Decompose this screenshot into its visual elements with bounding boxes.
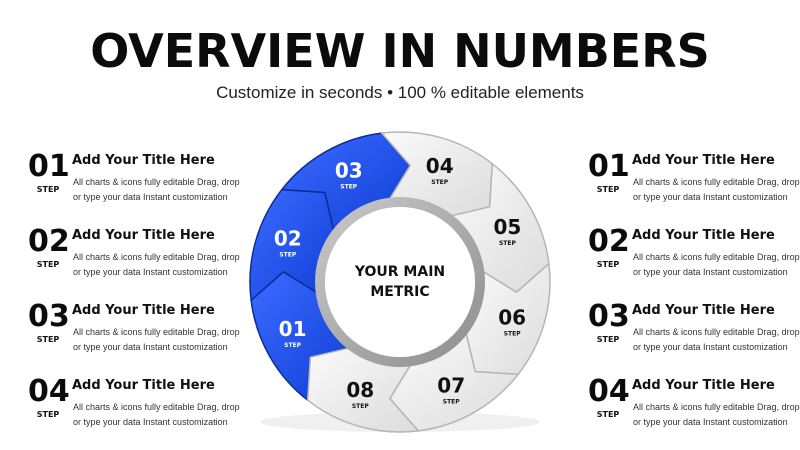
- step-title: Add Your Title Here: [632, 303, 775, 318]
- step-description: All charts & icons fully editable Drag, …: [633, 252, 800, 277]
- step-description: All charts & icons fully editable Drag, …: [73, 327, 240, 352]
- inner-ring: [315, 197, 485, 367]
- segment-number-05: 05: [493, 215, 521, 239]
- step-title: Add Your Title Here: [72, 153, 215, 168]
- segment-number-04: 04: [426, 154, 454, 178]
- segment-step-label-03: STEP: [340, 184, 358, 191]
- segment-step-label-04: STEP: [431, 179, 449, 186]
- step-number: 03: [588, 299, 630, 334]
- center-metric-line2: METRIC: [370, 284, 429, 300]
- step-label: STEP: [36, 335, 60, 344]
- step-description: All charts & icons fully editable Drag, …: [633, 402, 800, 427]
- page-title: OVERVIEW IN NUMBERS: [90, 24, 710, 78]
- step-label: STEP: [596, 335, 620, 344]
- step-description: All charts & icons fully editable Drag, …: [73, 252, 240, 277]
- step-label: STEP: [596, 260, 620, 269]
- step-description: All charts & icons fully editable Drag, …: [633, 177, 800, 202]
- segment-step-label-08: STEP: [352, 403, 370, 410]
- segment-number-03: 03: [335, 159, 363, 183]
- segment-number-02: 02: [274, 226, 302, 250]
- center-metric-line1: YOUR MAIN: [354, 264, 445, 280]
- step-title: Add Your Title Here: [72, 303, 215, 318]
- left-step-item-3: 03 STEP Add Your Title Here All charts &…: [28, 299, 240, 377]
- step-title: Add Your Title Here: [632, 378, 775, 393]
- step-label: STEP: [596, 185, 620, 194]
- step-number: 04: [28, 374, 70, 409]
- step-label: STEP: [596, 410, 620, 419]
- step-label: STEP: [36, 260, 60, 269]
- page-subtitle: Customize in seconds • 100 % editable el…: [216, 83, 584, 102]
- segments-layer: 01STEP02STEP03STEP04STEP05STEP06STEP07ST…: [249, 131, 551, 433]
- segment-number-08: 08: [346, 378, 374, 402]
- step-title: Add Your Title Here: [632, 228, 775, 243]
- left-step-item-1: 01 STEP Add Your Title Here All charts &…: [28, 149, 240, 227]
- segment-step-label-07: STEP: [443, 398, 461, 405]
- step-number: 02: [28, 224, 70, 259]
- step-description: All charts & icons fully editable Drag, …: [73, 402, 240, 427]
- segment-number-01: 01: [279, 317, 307, 341]
- step-description: All charts & icons fully editable Drag, …: [633, 327, 800, 352]
- step-title: Add Your Title Here: [72, 378, 215, 393]
- step-label: STEP: [36, 410, 60, 419]
- left-step-item-2: 02 STEP Add Your Title Here All charts &…: [28, 224, 240, 302]
- left-step-item-4: 04 STEP Add Your Title Here All charts &…: [28, 374, 240, 450]
- step-label: STEP: [36, 185, 60, 194]
- segment-number-06: 06: [498, 306, 526, 330]
- right-step-item-1: 01 STEP Add Your Title Here All charts &…: [588, 149, 800, 227]
- right-step-item-3: 03 STEP Add Your Title Here All charts &…: [588, 299, 800, 377]
- center-disc: [325, 207, 475, 357]
- step-title: Add Your Title Here: [632, 153, 775, 168]
- step-description: All charts & icons fully editable Drag, …: [73, 177, 240, 202]
- right-step-item-4: 04 STEP Add Your Title Here All charts &…: [588, 374, 800, 450]
- segment-step-label-01: STEP: [284, 342, 302, 349]
- step-title: Add Your Title Here: [72, 228, 215, 243]
- step-number: 01: [28, 149, 70, 184]
- segment-step-label-06: STEP: [504, 331, 522, 338]
- step-number: 03: [28, 299, 70, 334]
- step-number: 02: [588, 224, 630, 259]
- segment-step-label-02: STEP: [279, 251, 297, 258]
- segment-step-label-05: STEP: [499, 240, 517, 247]
- right-step-item-2: 02 STEP Add Your Title Here All charts &…: [588, 224, 800, 302]
- step-number: 04: [588, 374, 630, 409]
- step-number: 01: [588, 149, 630, 184]
- segment-number-07: 07: [437, 373, 465, 397]
